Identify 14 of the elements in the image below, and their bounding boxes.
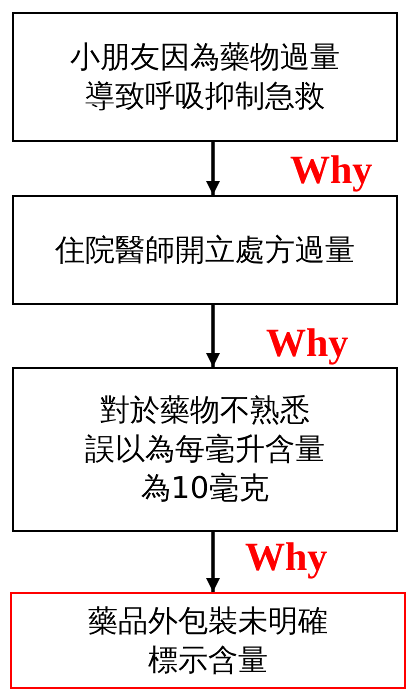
edge-label: Why bbox=[245, 537, 328, 577]
arrow bbox=[206, 305, 220, 367]
process-box bbox=[10, 592, 406, 689]
process-box bbox=[12, 12, 398, 142]
process-box bbox=[12, 195, 398, 305]
process-box bbox=[12, 367, 398, 532]
arrow bbox=[206, 142, 220, 195]
box-text: 住院醫師開立處方過量 bbox=[55, 232, 355, 270]
box-text: 對於藥物不熟悉誤以為每毫升含量為10毫克 bbox=[85, 392, 325, 508]
arrow bbox=[206, 532, 220, 592]
edge-label: Why bbox=[290, 150, 372, 190]
box-text: 小朋友因為藥物過量導致呼吸抑制急救 bbox=[70, 39, 340, 116]
edge-label: Why bbox=[266, 323, 348, 363]
box-text: 藥品外包裝未明確標示含量 bbox=[88, 602, 328, 680]
